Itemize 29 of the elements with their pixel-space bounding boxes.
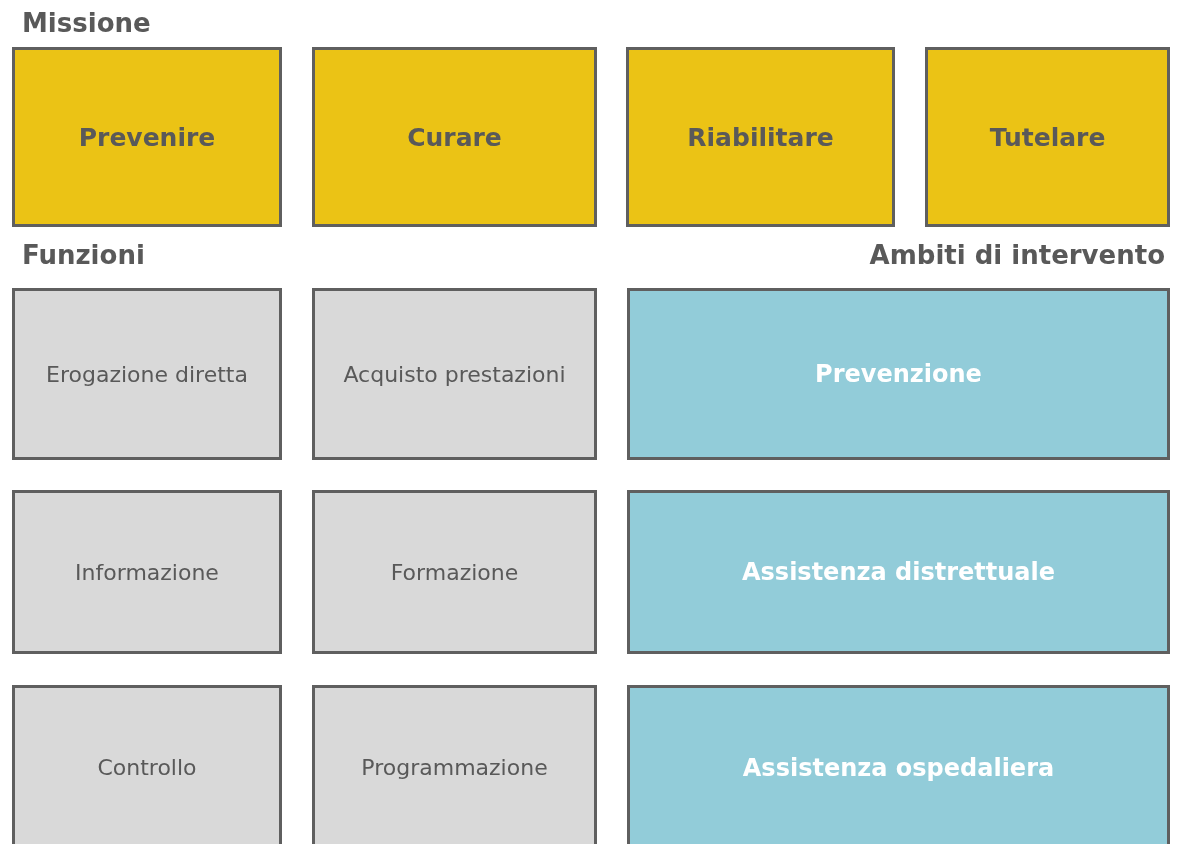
- box-label: Controllo: [97, 755, 197, 780]
- scope-box: [627, 288, 1170, 460]
- scope-box: [627, 490, 1170, 654]
- scope-box: [627, 685, 1170, 844]
- box-label: Prevenzione: [815, 360, 982, 388]
- box-label: Informazione: [75, 559, 219, 585]
- function-box: [12, 490, 282, 654]
- box-label: Prevenire: [78, 122, 216, 152]
- function-box: [312, 685, 597, 844]
- section-heading: Funzioni: [22, 240, 145, 270]
- box-label: Curare: [407, 122, 502, 152]
- section-heading: Ambiti di intervento: [869, 240, 1165, 270]
- box-label: Riabilitare: [687, 122, 834, 152]
- function-box: [12, 685, 282, 844]
- box-label: Assistenza ospedaliera: [742, 753, 1055, 782]
- box-label: Formazione: [390, 559, 519, 585]
- function-box: [12, 288, 282, 460]
- mission-box: [626, 47, 895, 227]
- mission-box: [12, 47, 282, 227]
- box-label: Assistenza distrettuale: [742, 558, 1055, 586]
- box-label: Acquisto prestazioni: [343, 361, 566, 387]
- box-label: Programmazione: [361, 755, 548, 780]
- box-label: Erogazione diretta: [46, 361, 248, 387]
- function-box: [312, 288, 597, 460]
- box-label: Tutelare: [989, 122, 1106, 152]
- mission-box: [925, 47, 1170, 227]
- mission-box: [312, 47, 597, 227]
- section-heading: Missione: [22, 8, 151, 38]
- function-box: [312, 490, 597, 654]
